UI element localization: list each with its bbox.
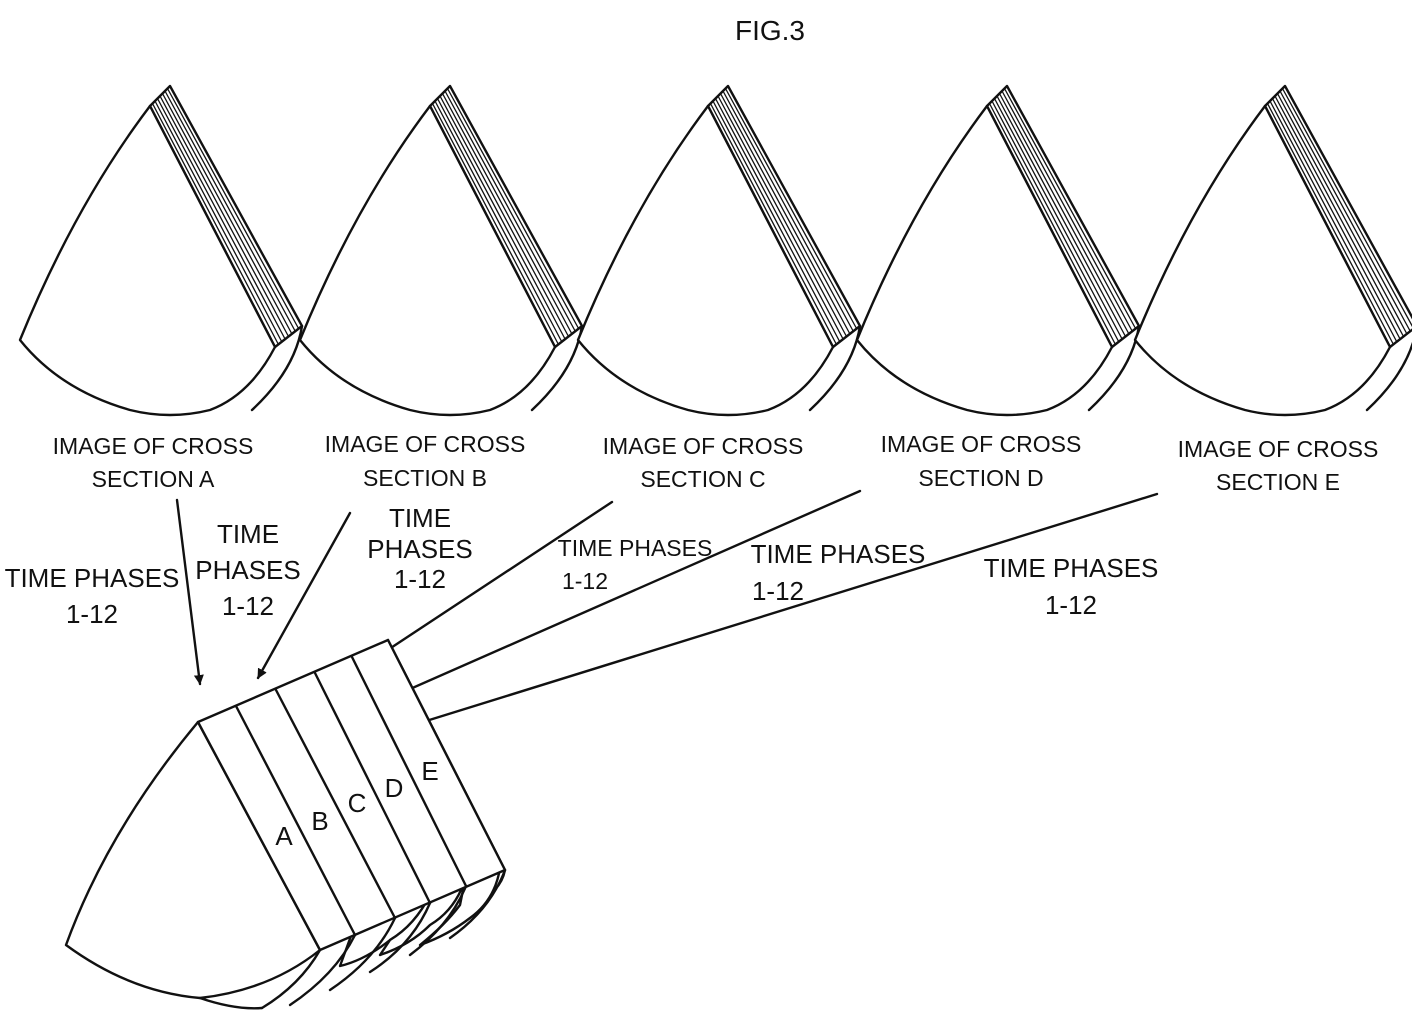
phase-b-line2: PHASES (195, 555, 301, 585)
phase-a-line2: 1-12 (66, 599, 118, 629)
phase-c-line1: TIME (389, 503, 451, 533)
phase-a-line1: TIME PHASES (5, 563, 180, 593)
slab-letter-c: C (348, 788, 367, 818)
caption-d-line2: SECTION D (918, 465, 1043, 491)
phase-extra-line2: 1-12 (1045, 590, 1097, 620)
phase-b-line3: 1-12 (222, 591, 274, 621)
phase-b-line1: TIME (217, 519, 279, 549)
cross-section-image-e (1135, 86, 1412, 415)
cross-section-image-c (578, 86, 860, 415)
caption-c-line2: SECTION C (640, 466, 765, 492)
phase-d-line1: TIME PHASES (558, 535, 713, 561)
caption-b-line2: SECTION B (363, 465, 487, 491)
slab-letter-d: D (385, 773, 404, 803)
phase-e-line2: 1-12 (752, 576, 804, 606)
cross-section-images (20, 86, 1412, 415)
caption-e-line1: IMAGE OF CROSS (1178, 436, 1379, 462)
slab-letter-b: B (311, 806, 328, 836)
slab-letter-e: E (421, 756, 438, 786)
cross-section-image-d (857, 86, 1139, 415)
caption-c-line1: IMAGE OF CROSS (603, 433, 804, 459)
phase-c-line2: PHASES (367, 534, 473, 564)
phase-c-line3: 1-12 (394, 564, 446, 594)
cross-section-image-b (300, 86, 582, 415)
caption-d-line1: IMAGE OF CROSS (881, 431, 1082, 457)
figure-title: FIG.3 (735, 15, 805, 46)
caption-a-line1: IMAGE OF CROSS (53, 433, 254, 459)
caption-b-line1: IMAGE OF CROSS (325, 431, 526, 457)
cross-section-image-a (20, 86, 302, 415)
slab-letter-a: A (275, 821, 293, 851)
assembled-volume: A B C D E (66, 640, 505, 1008)
caption-a-line2: SECTION A (92, 466, 215, 492)
phase-extra-line1: TIME PHASES (984, 553, 1159, 583)
cross-section-captions: IMAGE OF CROSS SECTION A IMAGE OF CROSS … (53, 431, 1379, 495)
arrow-section-a (177, 500, 200, 684)
caption-e-line2: SECTION E (1216, 469, 1340, 495)
phase-e-line1: TIME PHASES (751, 539, 926, 569)
arc-base (200, 998, 262, 1008)
phase-d-line2: 1-12 (562, 568, 608, 594)
